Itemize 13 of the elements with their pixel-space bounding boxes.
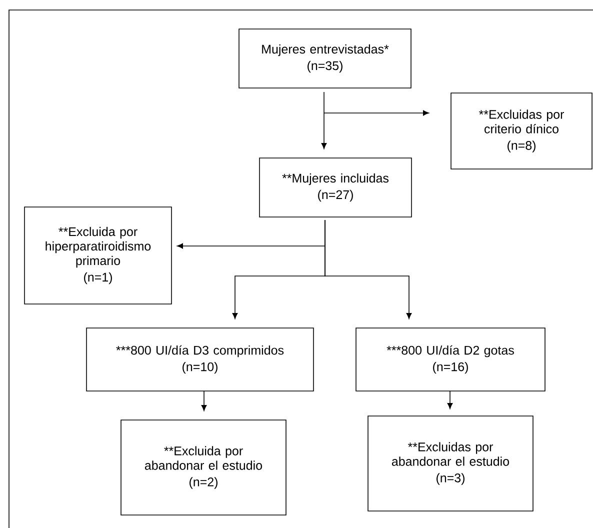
flow-box: ***800 UI/día D3 comprimidos (n=10) (86, 328, 314, 392)
flow-box: **Excluida por abandonar el estudio (n=2) (120, 420, 286, 516)
flow-box: **Mujeres incluidas (n=27) (259, 158, 412, 218)
flow-box: **Excluida por hiperparatiroidismo primario (n=1) (24, 206, 172, 304)
flow-box: **Excluidas por abandonar el estudio (n=3) (368, 416, 534, 512)
flow-box: Mujeres entrevistadas* (n=35) (238, 28, 412, 88)
arrow (324, 220, 412, 319)
arrow (447, 390, 453, 409)
arrow (321, 92, 327, 149)
flow-box: ***800 UI/día D2 gotas (n=16) (356, 328, 546, 392)
flow-box: **Excluidas por criterio dínico (n=8) (450, 92, 592, 170)
arrow (201, 390, 207, 411)
arrow (324, 110, 429, 116)
